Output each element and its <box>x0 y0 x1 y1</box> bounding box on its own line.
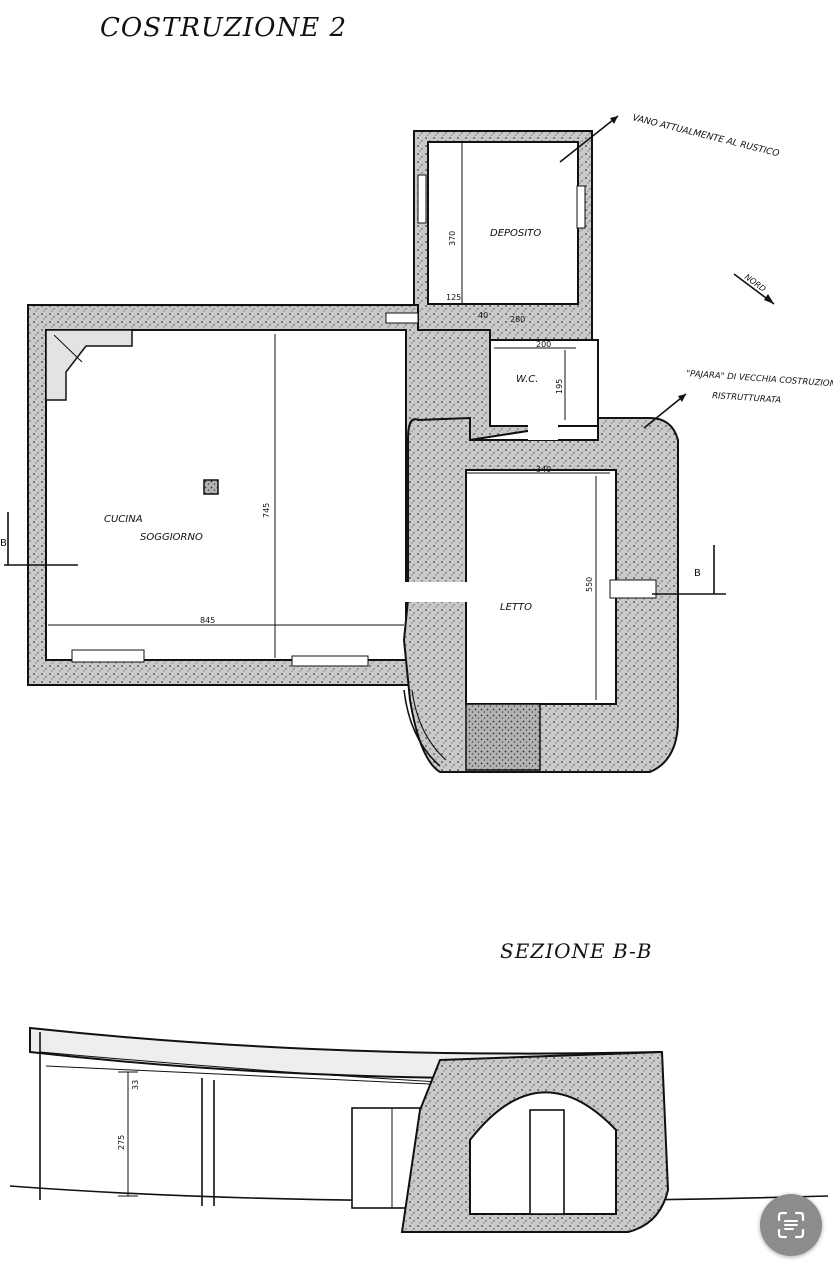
svg-text:VANO ATTUALMENTE AL RUSTICO: VANO ATTUALMENTE AL RUSTICO <box>631 113 780 159</box>
dim-40: 40 <box>478 311 488 320</box>
plan-title: COSTRUZIONE 2 <box>100 13 347 43</box>
soggiorno-label: SOGGIORNO <box>140 532 203 543</box>
letto-label: LETTO <box>500 602 532 613</box>
dim-845: 845 <box>200 616 215 625</box>
dim-280: 280 <box>510 315 525 324</box>
svg-text:"PAJARA" DI VECCHIA COSTRUZION: "PAJARA" DI VECCHIA COSTRUZIONE <box>686 369 833 390</box>
dim-745: 745 <box>262 503 271 518</box>
section-mark-left: B <box>0 512 78 566</box>
svg-text:B: B <box>694 568 701 579</box>
svg-text:B: B <box>0 538 7 549</box>
dim-370: 370 <box>448 231 457 246</box>
text-scan-button[interactable] <box>760 1194 822 1256</box>
dim-200: 200 <box>536 340 551 349</box>
cucina-label: CUCINA <box>104 514 143 525</box>
wc-label: W.C. <box>516 374 538 385</box>
dim-195: 195 <box>555 379 564 394</box>
dim-550: 550 <box>585 577 594 592</box>
vano-annotation: VANO ATTUALMENTE AL RUSTICO <box>559 113 780 163</box>
deposito-room: DEPOSITO 370 125 40 280 <box>413 130 593 342</box>
text-scan-icon <box>777 1211 805 1239</box>
pajara-annotation: "PAJARA" DI VECCHIA COSTRUZIONE RISTRUTT… <box>643 369 833 429</box>
dim-340: 340 <box>536 465 551 474</box>
deposito-label: DEPOSITO <box>490 228 541 239</box>
pajara-structure: W.C. 200 195 LETTO 340 550 <box>392 339 679 773</box>
section-elevation: 275 33 <box>9 1026 829 1233</box>
section-title: SEZIONE B-B <box>500 939 652 963</box>
dim-275: 275 <box>117 1135 126 1150</box>
north-arrow-icon: NORD <box>733 272 775 305</box>
dim-33: 33 <box>131 1080 140 1090</box>
dim-125: 125 <box>446 293 461 302</box>
section-mark-right: B <box>652 545 726 595</box>
svg-text:RISTRUTTURATA: RISTRUTTURATA <box>712 391 782 406</box>
